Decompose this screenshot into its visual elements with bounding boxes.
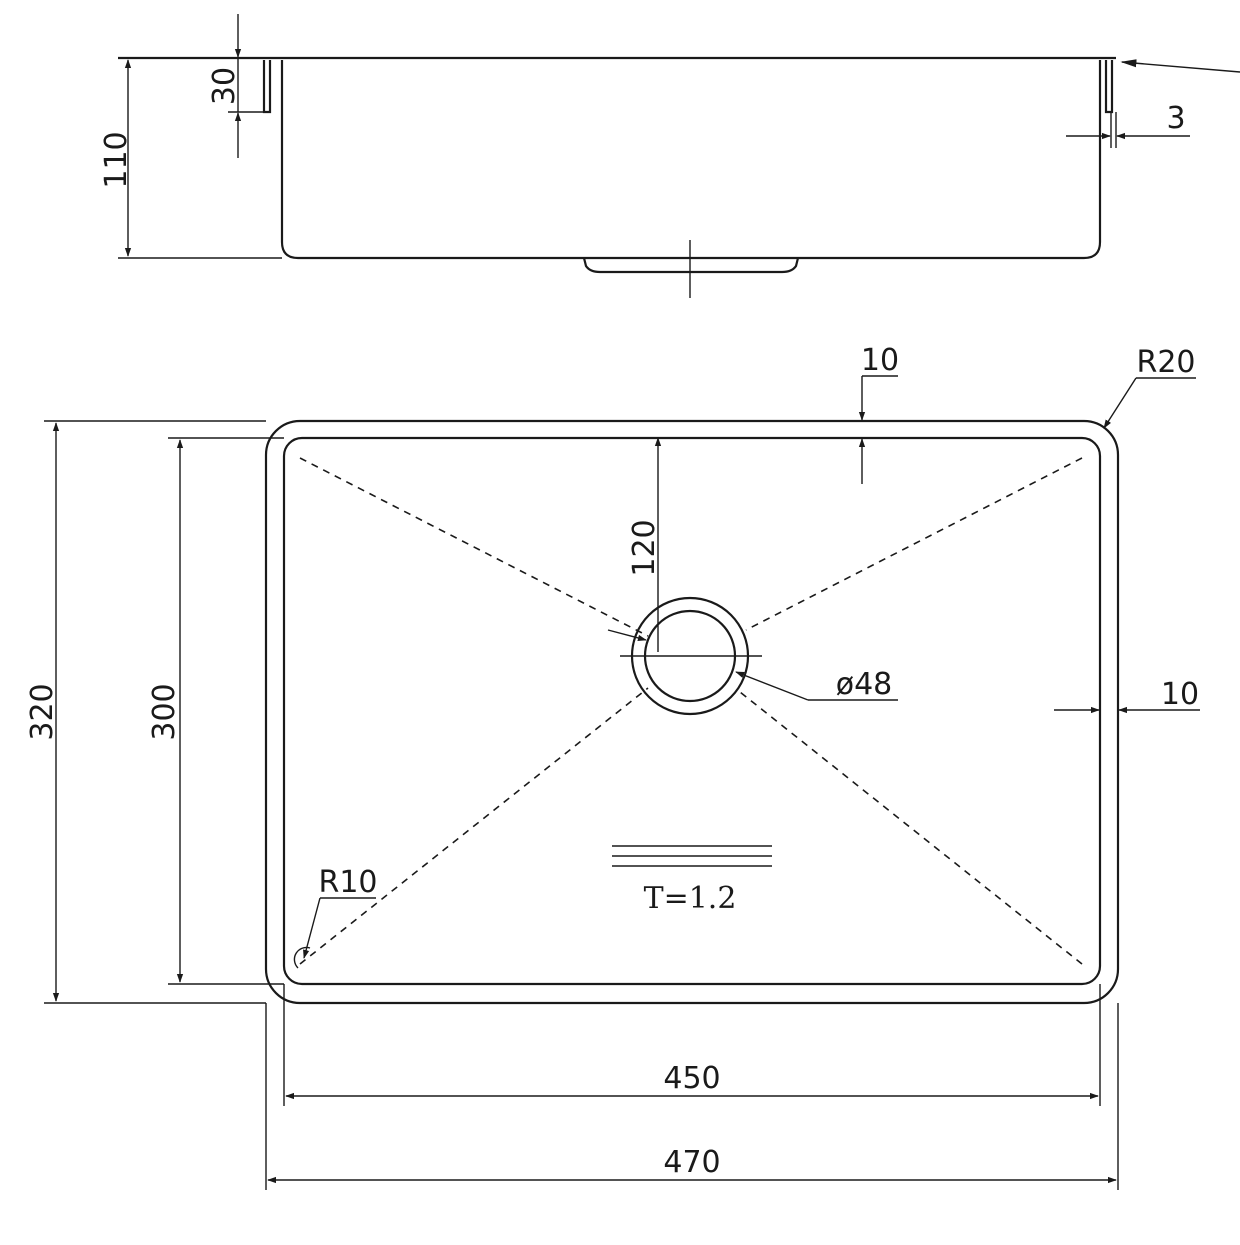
dim-diameter-label: ø48: [836, 667, 893, 702]
left-flange: [262, 60, 272, 114]
inner-bowl: [282, 436, 1102, 986]
r10-leader: [303, 897, 321, 959]
dim-side-rim-label: 10: [1161, 677, 1199, 712]
dim-30-label: 30: [207, 67, 242, 105]
r20-label: R20: [1136, 345, 1195, 380]
diameter-arrow-right: [735, 671, 809, 701]
dim-top-rim-label: 10: [861, 343, 899, 378]
rim-leader-arrow: [1120, 59, 1240, 73]
top-view: 120 ø48 10 10 R20 R10 T=1.2 320: [25, 343, 1200, 1190]
diagonal-top-right: [745, 457, 1083, 631]
dim-120-label: 120: [627, 519, 662, 576]
r10-label: R10: [318, 865, 377, 900]
thickness-note: T=1.2: [644, 881, 737, 916]
diameter-arrow-left: [607, 629, 647, 641]
dim-3-label: 3: [1166, 101, 1185, 136]
right-flange: [1104, 60, 1114, 114]
diagonal-bottom-left: [299, 687, 649, 965]
outer-rim: [264, 419, 1120, 1005]
diagonal-top-left: [299, 457, 649, 637]
r10-arc: [293, 946, 311, 969]
side-view: 110 30 3: [99, 14, 1240, 298]
drain-outlet-profile: [582, 257, 800, 274]
dim-110-label: 110: [99, 131, 134, 188]
dim-300-label: 300: [147, 683, 182, 740]
r20-leader: [1103, 377, 1137, 429]
dim-320-label: 320: [25, 683, 60, 740]
diagonal-bottom-right: [739, 691, 1083, 965]
dim-470-label: 470: [663, 1145, 720, 1180]
dim-450-label: 450: [663, 1061, 720, 1096]
bowl-profile: [280, 60, 1102, 260]
